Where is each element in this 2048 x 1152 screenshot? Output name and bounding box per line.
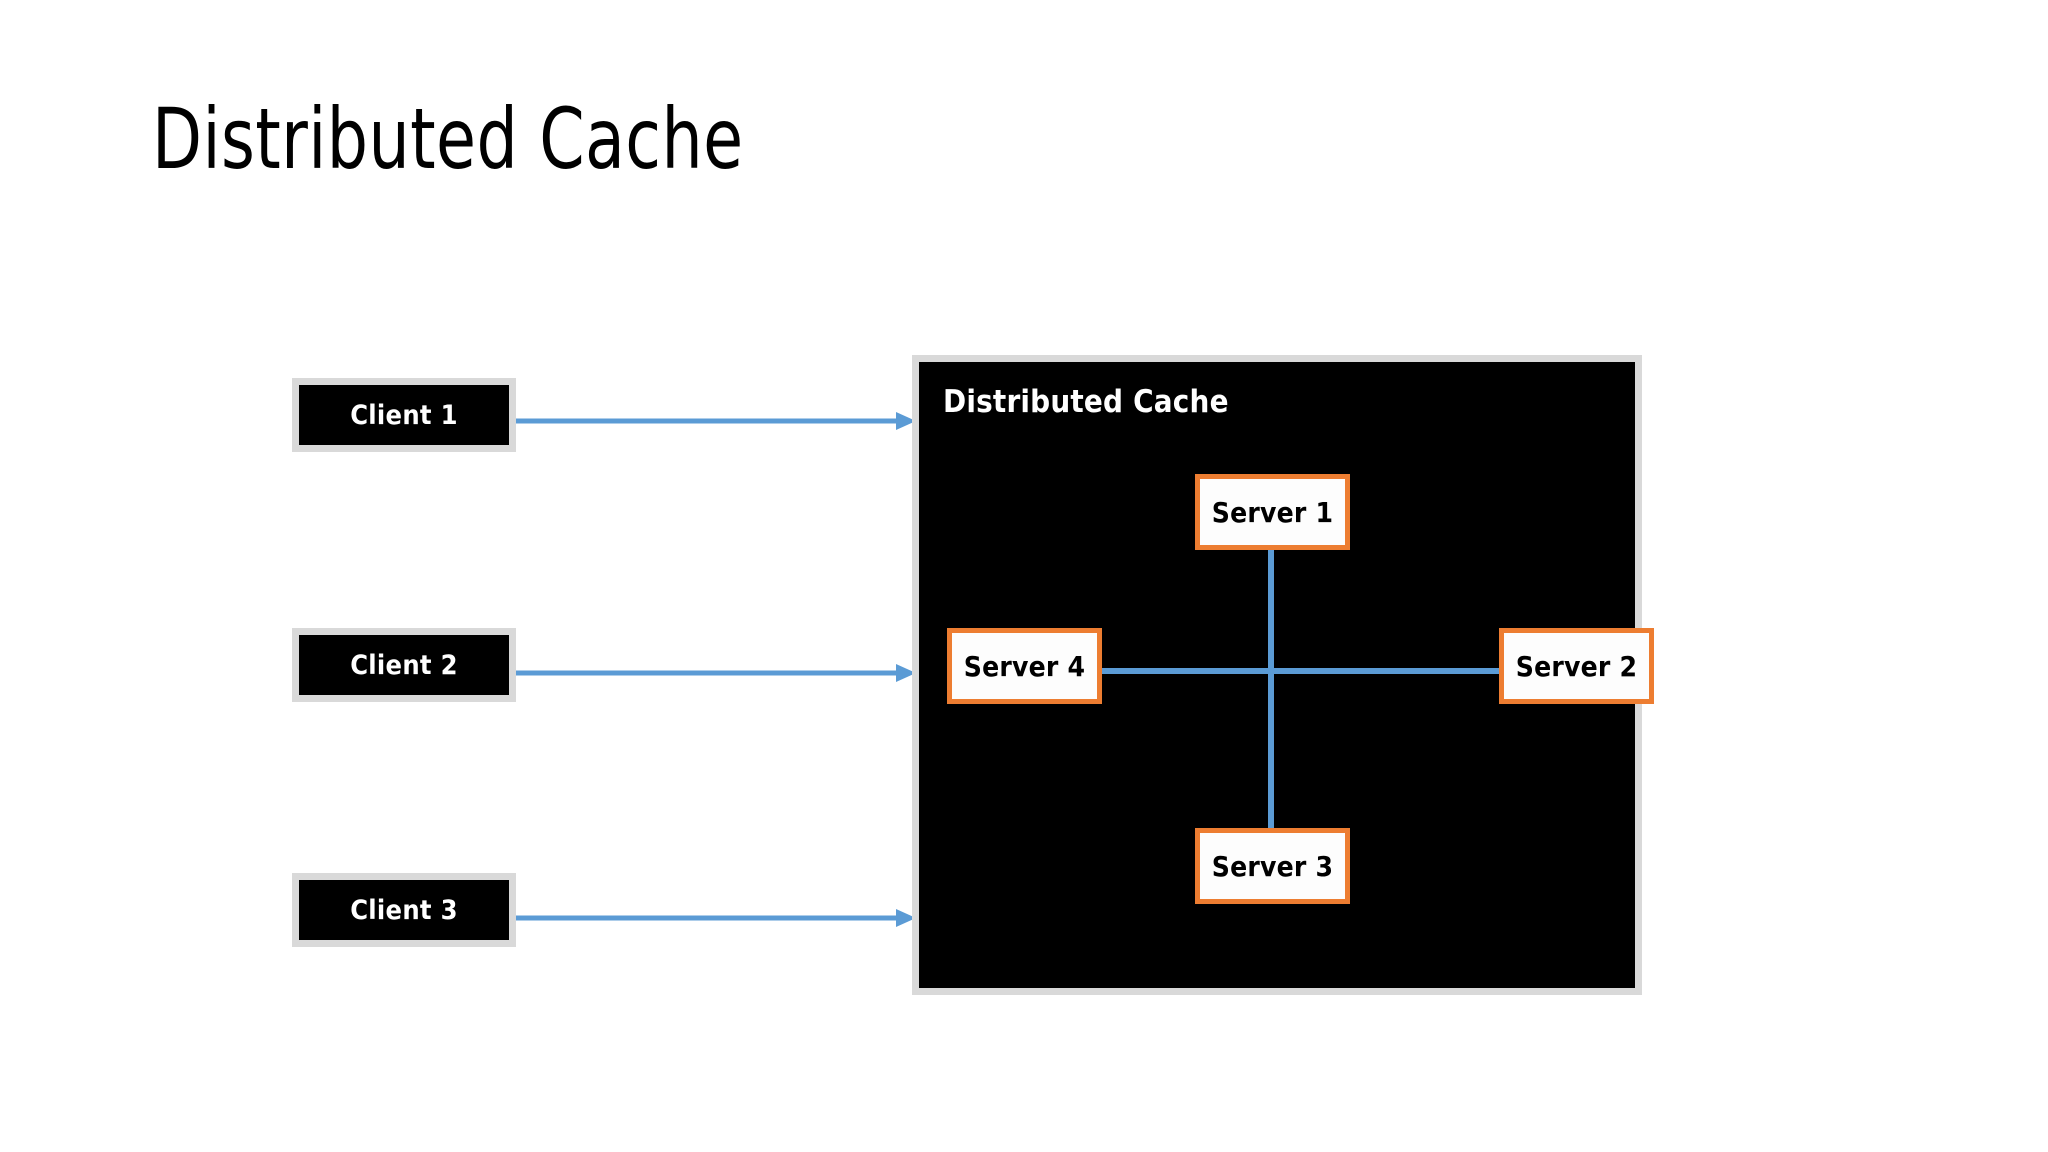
- server-label-1: Server 1: [1211, 495, 1334, 529]
- client-box-3[interactable]: Client 3: [292, 873, 516, 947]
- client-label-1: Client 1: [350, 399, 458, 431]
- server-label-3: Server 3: [1211, 849, 1334, 883]
- arrow-client-2-to-cache: [516, 664, 916, 682]
- arrow-client-3-to-cache: [516, 909, 916, 927]
- server-box-2[interactable]: Server 2: [1499, 628, 1654, 704]
- server-box-3[interactable]: Server 3: [1195, 828, 1350, 904]
- client-box-1[interactable]: Client 1: [292, 378, 516, 452]
- client-box-2[interactable]: Client 2: [292, 628, 516, 702]
- connector-server4-server2: [1039, 668, 1502, 674]
- server-label-2: Server 2: [1515, 649, 1638, 683]
- server-box-1[interactable]: Server 1: [1195, 474, 1350, 550]
- arrow-client-1-to-cache: [516, 412, 916, 430]
- server-box-4[interactable]: Server 4: [947, 628, 1102, 704]
- client-label-3: Client 3: [350, 894, 458, 926]
- server-label-4: Server 4: [963, 649, 1086, 683]
- distributed-cache-panel: Distributed Cache Server 1 Server 2 Serv…: [912, 355, 1654, 995]
- distributed-cache-panel-title: Distributed Cache: [943, 384, 1229, 420]
- page-title: Distributed Cache: [152, 90, 744, 188]
- connector-server1-server3: [1268, 549, 1274, 831]
- client-label-2: Client 2: [350, 649, 458, 681]
